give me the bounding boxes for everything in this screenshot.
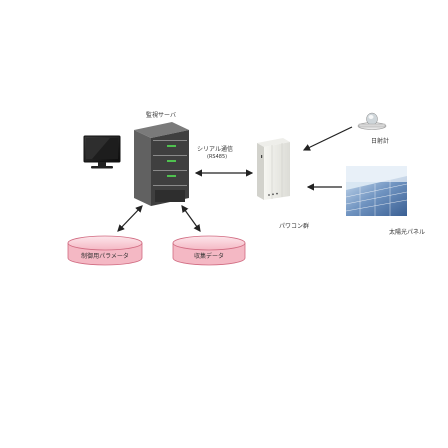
db-data-arrow [181,205,201,232]
database-icon [67,235,143,266]
server-label: 監視サーバ [146,112,176,119]
serial-label: シリアル通信 [197,146,233,153]
monitor-icon [83,135,121,169]
server-icon [134,122,189,206]
database-icon [172,235,246,266]
solar-panel-icon [345,166,408,216]
db-data-label: 収集データ [193,253,224,260]
solar-panel-label: 太陽光パネル [389,229,426,236]
db-control-arrow [117,205,143,232]
db-control-label: 制御用パラメータ [81,253,129,260]
pyranometer-arrow [302,126,353,151]
serial-protocol-label: (RS485) [207,154,228,160]
pyranometer-icon [357,112,387,130]
pcs-icon [257,138,290,200]
pyranometer-label: 日射計 [371,138,390,145]
pcs-label: パワコン群 [279,223,310,230]
